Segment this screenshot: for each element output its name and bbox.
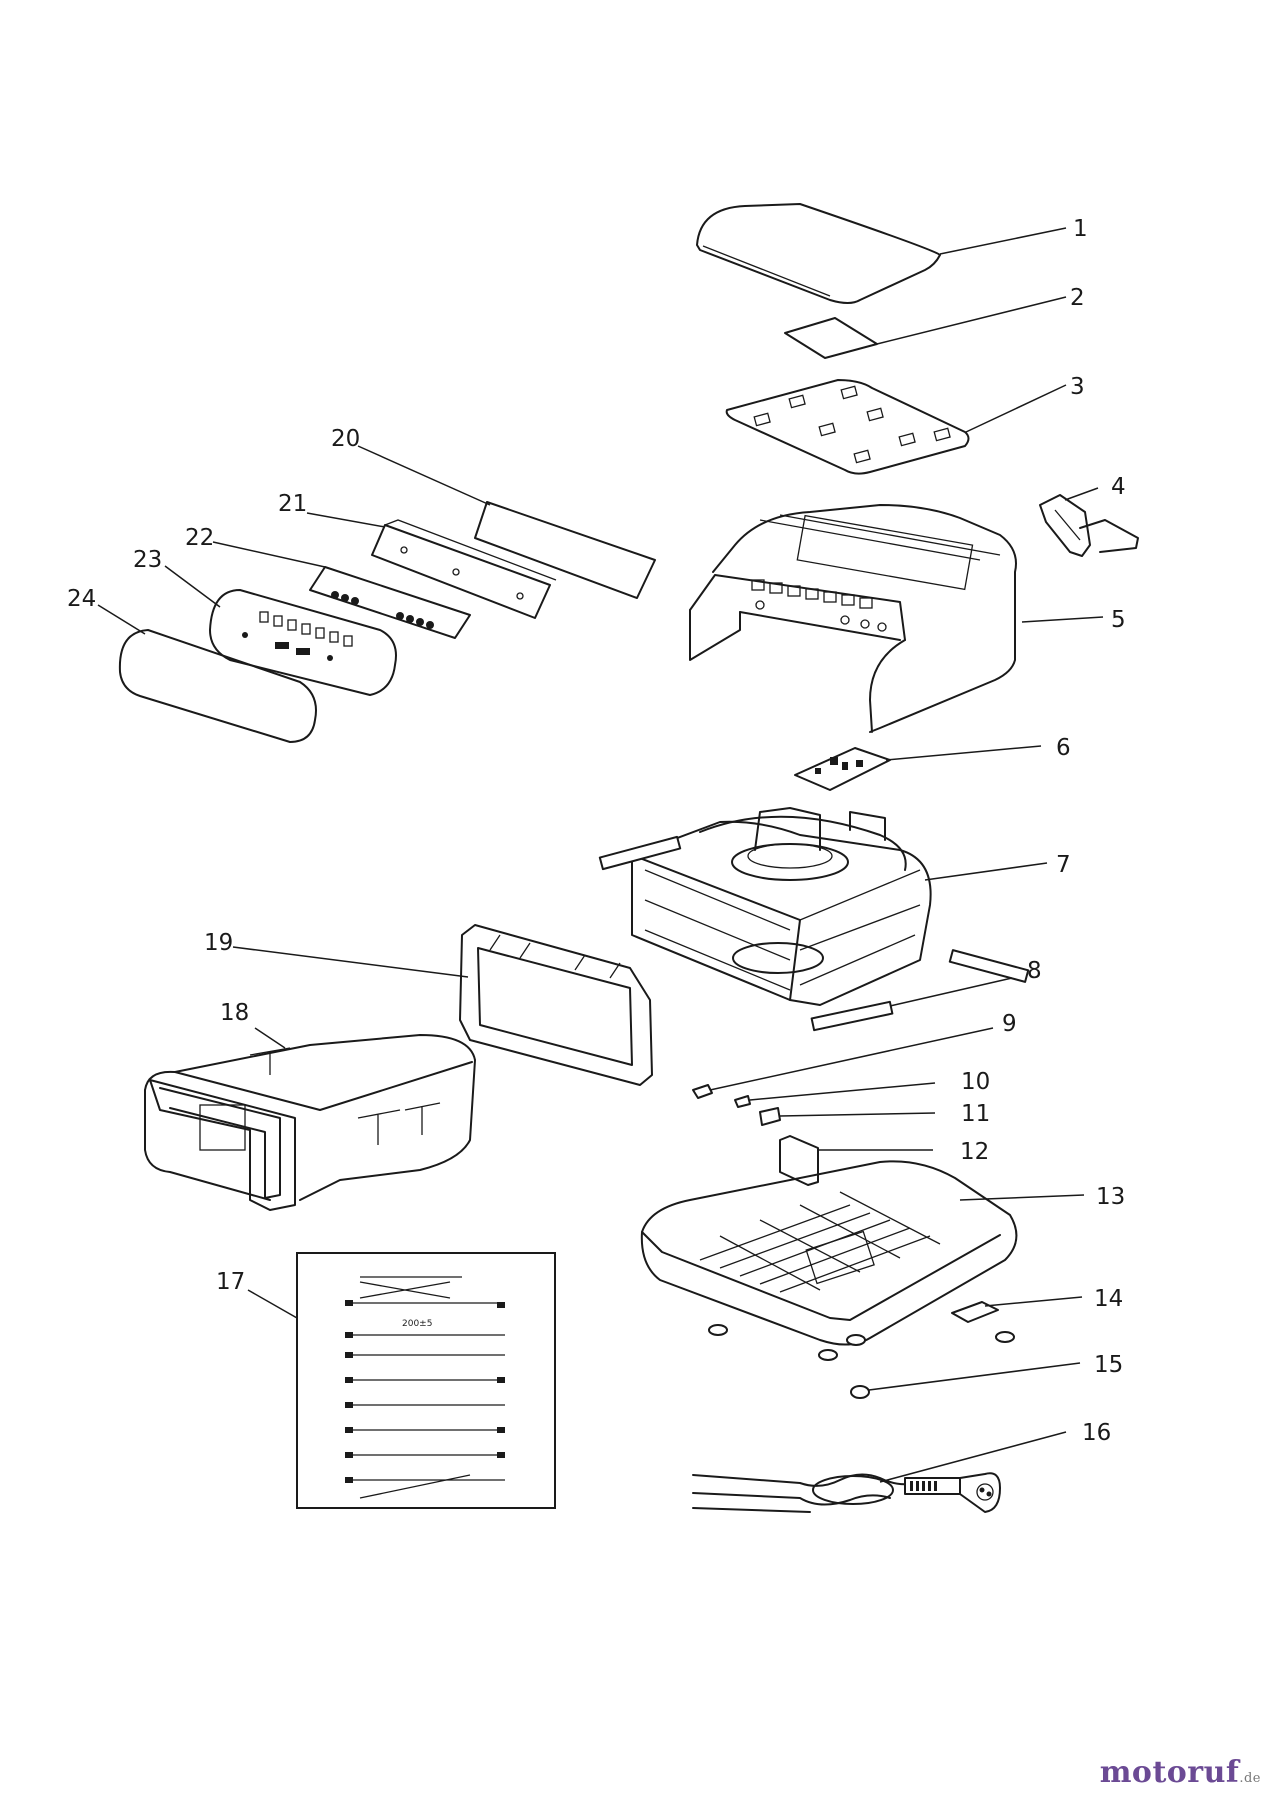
part-15-foot bbox=[850, 1385, 870, 1399]
callout-20: 20 bbox=[331, 426, 360, 452]
part-19-frame bbox=[459, 924, 653, 1086]
callout-7: 7 bbox=[1056, 852, 1071, 878]
callout-19: 19 bbox=[204, 930, 233, 956]
part-6-pcb bbox=[794, 747, 891, 791]
part-3-mounting-plate bbox=[725, 379, 970, 475]
brand-name: motoruf bbox=[1099, 1755, 1240, 1790]
part-1-top-plate bbox=[696, 203, 941, 304]
part-4-bracket bbox=[1039, 494, 1139, 557]
callout-8: 8 bbox=[1027, 958, 1042, 984]
part-12-bracket bbox=[779, 1135, 819, 1186]
part-2-sheet bbox=[784, 317, 878, 359]
part-5-upper-housing bbox=[689, 504, 1017, 733]
wire-harness-rows bbox=[345, 1276, 505, 1499]
part-14-clip bbox=[951, 1301, 999, 1323]
brand-watermark: motoruf.de bbox=[1100, 1755, 1261, 1790]
callout-5: 5 bbox=[1111, 607, 1126, 633]
part-7-main-body bbox=[598, 807, 1030, 1006]
control-buttons bbox=[751, 579, 887, 632]
callout-3: 3 bbox=[1070, 374, 1085, 400]
part-18-basket bbox=[144, 1034, 476, 1211]
callout-10: 10 bbox=[961, 1069, 990, 1095]
part-23-label-overlay bbox=[209, 589, 397, 696]
part-22-button-strip bbox=[309, 566, 471, 639]
part-10-connector bbox=[734, 1095, 751, 1108]
part-8-strip bbox=[810, 1000, 894, 1032]
part-17-wiring-panel: 200±5 bbox=[296, 1252, 556, 1509]
base-feet bbox=[708, 1324, 1015, 1361]
callout-13: 13 bbox=[1096, 1184, 1125, 1210]
callout-23: 23 bbox=[133, 547, 162, 573]
part-20-panel-sheet bbox=[474, 501, 656, 599]
brand-suffix: .de bbox=[1239, 1771, 1261, 1786]
callout-2: 2 bbox=[1070, 285, 1085, 311]
callout-14: 14 bbox=[1094, 1286, 1123, 1312]
callout-15: 15 bbox=[1094, 1352, 1123, 1378]
callout-labels: 1 2 3 4 5 6 7 8 9 10 11 12 13 14 15 16 1… bbox=[67, 216, 1126, 1446]
part-11-switch bbox=[759, 1107, 781, 1126]
part-21-control-bracket bbox=[371, 519, 557, 619]
callout-11: 11 bbox=[961, 1101, 990, 1127]
callout-4: 4 bbox=[1111, 474, 1126, 500]
callout-18: 18 bbox=[220, 1000, 249, 1026]
leader-lines bbox=[97, 227, 1104, 1483]
callout-9: 9 bbox=[1002, 1011, 1017, 1037]
callout-17: 17 bbox=[216, 1269, 245, 1295]
callout-1: 1 bbox=[1073, 216, 1088, 242]
part-24-cover bbox=[118, 629, 317, 743]
part-13-base bbox=[640, 1160, 1018, 1361]
wiring-dimension-label: 200±5 bbox=[402, 1319, 432, 1329]
part-16-power-cable bbox=[692, 1472, 1001, 1513]
overlay-symbols bbox=[242, 611, 353, 661]
callout-16: 16 bbox=[1082, 1420, 1111, 1446]
callout-21: 21 bbox=[278, 491, 307, 517]
callout-6: 6 bbox=[1056, 735, 1071, 761]
part-9-connector bbox=[692, 1084, 713, 1099]
plug-ribs bbox=[910, 1481, 937, 1491]
callout-12: 12 bbox=[960, 1139, 989, 1165]
callout-22: 22 bbox=[185, 525, 214, 551]
callout-24: 24 bbox=[67, 586, 96, 612]
